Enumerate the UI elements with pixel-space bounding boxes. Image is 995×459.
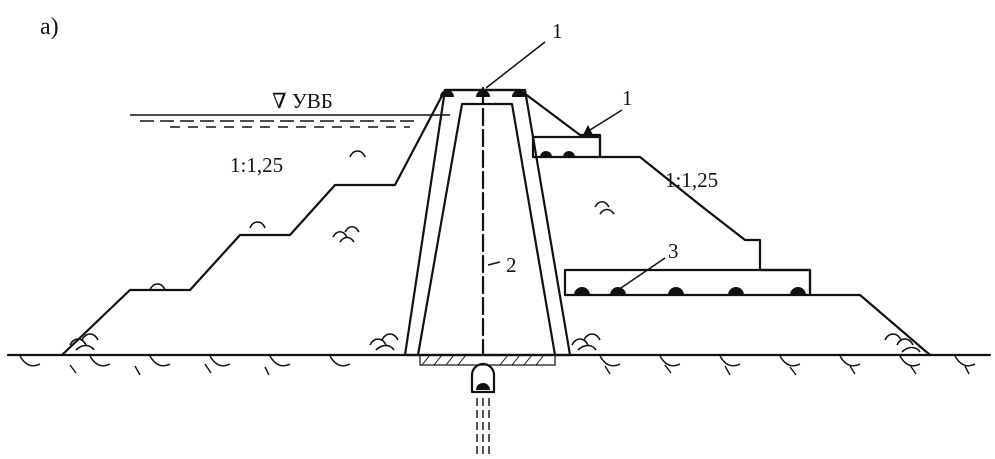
drain-pipes [440,90,806,295]
drainage-gallery [419,354,556,455]
dam-core-inner [416,102,557,357]
upstream-water [130,114,450,128]
rubble-stones [69,150,921,353]
callout-1-crest: 1 [552,19,563,43]
water-level-label: ∇ УВБ [272,89,333,113]
slope-label-downstream: 1:1,25 [665,168,718,192]
callout-1-berm: 1 [622,86,633,110]
panel-label: a) [40,14,59,40]
dam-core [403,88,572,357]
callout-2-drain: 2 [506,253,517,277]
callout-leaders [485,41,666,291]
dam-outline [60,88,932,357]
callout-3-berm: 3 [668,239,679,263]
slope-label-upstream: 1:1,25 [230,153,283,177]
lower-berm [563,268,812,297]
